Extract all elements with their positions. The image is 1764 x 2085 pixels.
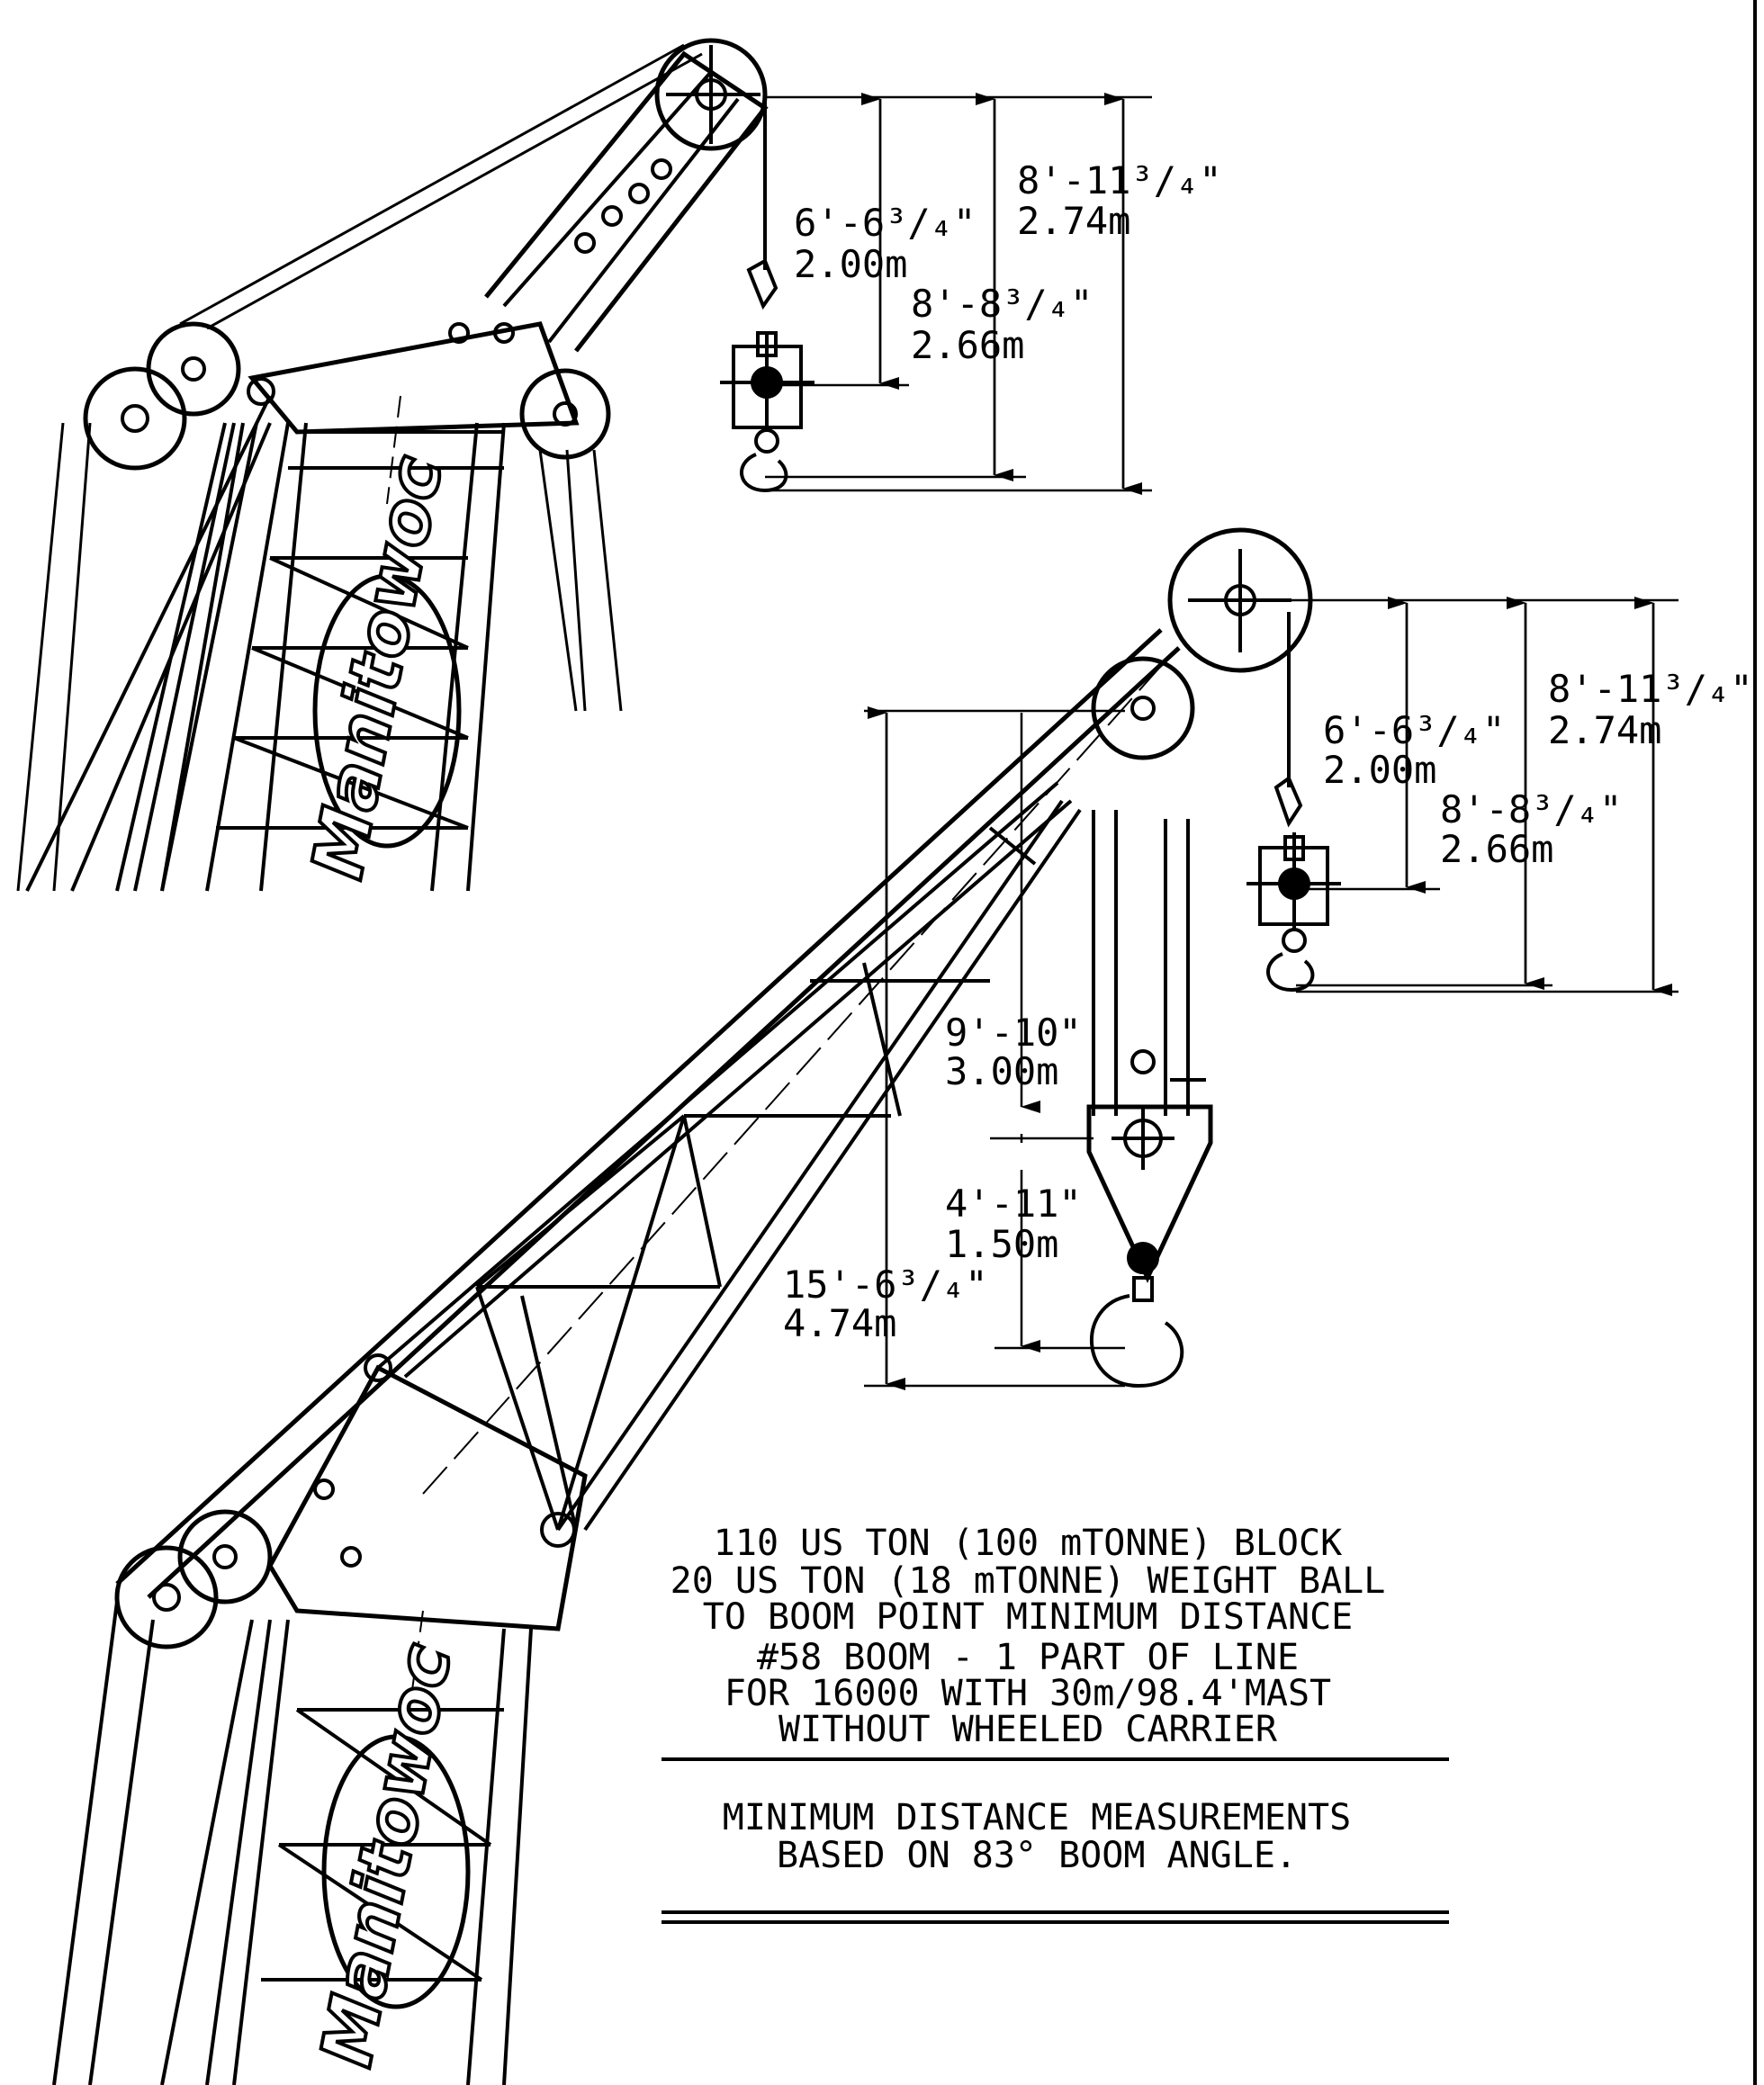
lower-hook-block: [1086, 810, 1213, 1389]
note-line-1: 110 US TON (100 mTONNE) BLOCK: [714, 1523, 1342, 1564]
lower-manitowoc-logo: Manitowoc: [306, 1638, 467, 2073]
lower-dim-block-pin-metric: 1.50m: [945, 1222, 1058, 1266]
upper-dim-ball-imperial: 6'-6³/₄": [794, 201, 976, 245]
note-line-4: #58 BOOM - 1 PART OF LINE: [757, 1637, 1299, 1678]
lower-dim-ball-metric: 2.00m: [1323, 748, 1436, 792]
lower-dim-block-pin-imperial: 4'-11": [945, 1182, 1082, 1226]
lower-dim-overall-imperial: 8'-11³/₄": [1548, 667, 1753, 711]
lower-weight-ball: [1246, 612, 1341, 993]
note-line-5: FOR 16000 WITH 30m/98.4'MAST: [724, 1673, 1331, 1714]
upper-manitowoc-logo: Manitowoc: [297, 450, 458, 885]
lower-dim-hook-imperial: 8'-8³/₄": [1440, 787, 1622, 831]
lower-dim-hook-metric: 2.66m: [1440, 827, 1553, 871]
note-line-8: BASED ON 83° BOOM ANGLE.: [777, 1835, 1297, 1876]
upper-dim-overall-imperial: 8'-11³/₄": [1017, 158, 1222, 202]
lower-dim-ball-imperial: 6'-6³/₄": [1323, 708, 1505, 752]
upper-dim-overall-metric: 2.74m: [1017, 199, 1130, 243]
note-line-6: WITHOUT WHEELED CARRIER: [778, 1709, 1278, 1750]
upper-boom-view: [16, 38, 769, 892]
note-line-7: MINIMUM DISTANCE MEASUREMENTS: [723, 1797, 1351, 1838]
note-line-2: 20 US TON (18 mTONNE) WEIGHT BALL: [670, 1560, 1386, 1602]
upper-dim-ball-metric: 2.00m: [794, 242, 907, 286]
upper-dim-hook-imperial: 8'-8³/₄": [911, 282, 1093, 326]
upper-dim-hook-metric: 2.66m: [911, 323, 1024, 367]
lower-dim-block-total-metric: 4.74m: [783, 1301, 896, 1345]
note-line-3: TO BOOM POINT MINIMUM DISTANCE: [703, 1596, 1353, 1638]
upper-weight-ball: [720, 99, 814, 493]
notes-block: 110 US TON (100 mTONNE) BLOCK 20 US TON …: [662, 1523, 1449, 1924]
lower-dim-block-top-metric: 3.00m: [945, 1049, 1058, 1093]
upper-dimensions: [765, 93, 1152, 495]
lower-dim-block-top-imperial: 9'-10": [945, 1011, 1082, 1055]
lower-dim-block-total-imperial: 15'-6³/₄": [783, 1263, 988, 1307]
lower-dimensions: [864, 597, 1678, 1390]
lower-dim-overall-metric: 2.74m: [1548, 708, 1661, 752]
